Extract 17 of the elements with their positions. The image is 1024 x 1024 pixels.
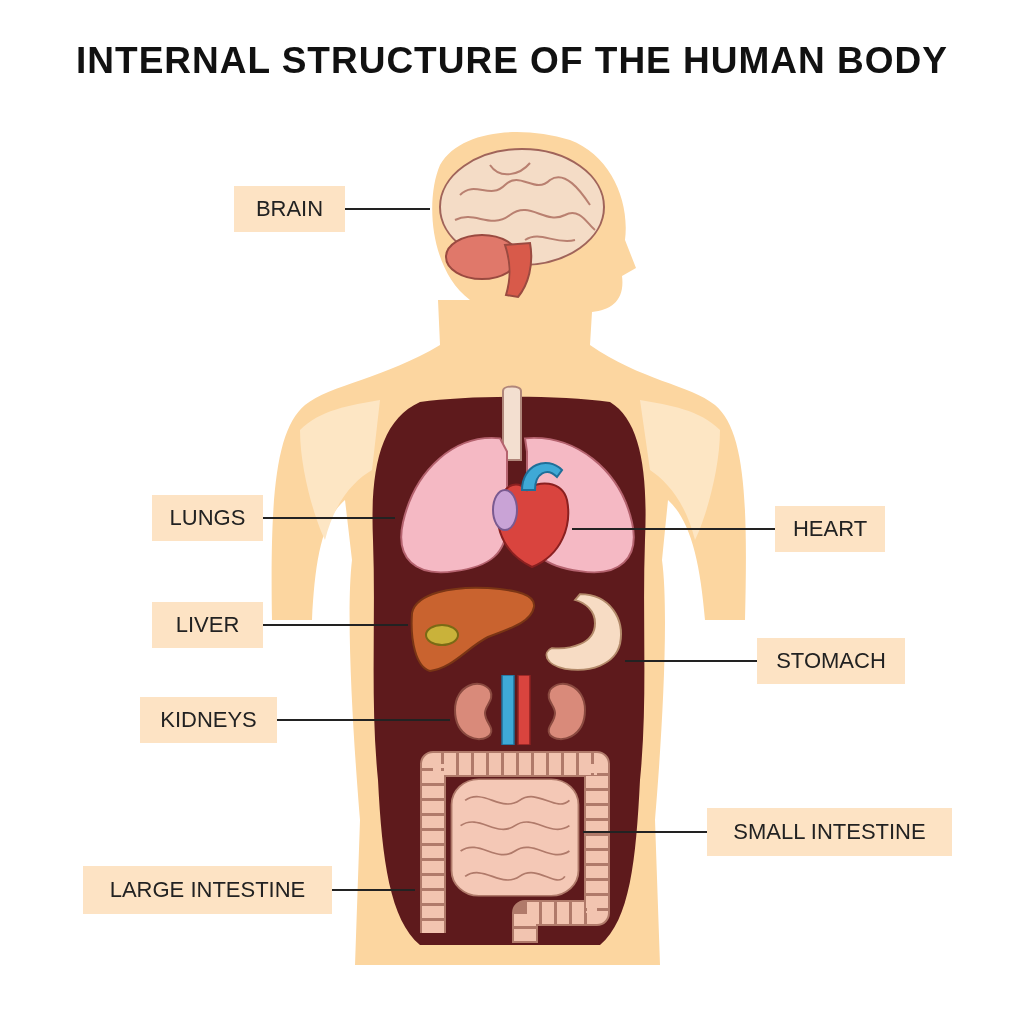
- organ-label: BRAIN: [234, 186, 345, 232]
- leader-line: [262, 517, 396, 519]
- leader-line: [262, 624, 409, 626]
- leader-line: [571, 528, 776, 530]
- leader-line: [276, 719, 451, 721]
- leader-line: [624, 660, 758, 662]
- leader-line: [331, 889, 416, 891]
- organ-label: SMALL INTESTINE: [707, 808, 952, 856]
- title: INTERNAL STRUCTURE OF THE HUMAN BODY: [76, 40, 948, 82]
- organ-label: KIDNEYS: [140, 697, 277, 743]
- leader-line: [344, 208, 431, 210]
- organ-label: LARGE INTESTINE: [83, 866, 332, 914]
- leader-line: [582, 831, 708, 833]
- organ-label: LIVER: [152, 602, 263, 648]
- organ-label: HEART: [775, 506, 885, 552]
- organ-label: STOMACH: [757, 638, 905, 684]
- organ-label: LUNGS: [152, 495, 263, 541]
